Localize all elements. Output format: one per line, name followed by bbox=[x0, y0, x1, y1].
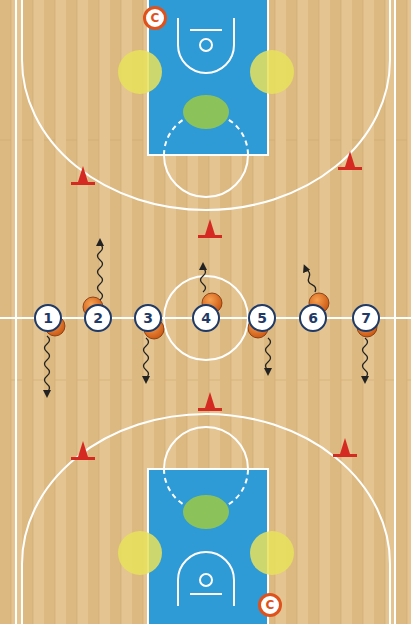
node-label: 3 bbox=[143, 311, 153, 325]
player-circle: 5 bbox=[248, 304, 276, 332]
player-circle: 6 bbox=[299, 304, 327, 332]
node-label: 1 bbox=[43, 311, 53, 325]
node-label: 2 bbox=[93, 311, 103, 325]
player-circle: 1 bbox=[34, 304, 62, 332]
player-circle: 2 bbox=[84, 304, 112, 332]
node-label: C bbox=[151, 12, 160, 24]
coach-marker: C bbox=[143, 6, 167, 30]
player-circle: 3 bbox=[134, 304, 162, 332]
coach-marker: C bbox=[258, 593, 282, 617]
player-circle: 7 bbox=[352, 304, 380, 332]
player-circle: 4 bbox=[192, 304, 220, 332]
node-label: 7 bbox=[361, 311, 371, 325]
node-label: 6 bbox=[308, 311, 318, 325]
node-label: 4 bbox=[201, 311, 211, 325]
node-label: C bbox=[266, 599, 275, 611]
node-label: 5 bbox=[257, 311, 267, 325]
